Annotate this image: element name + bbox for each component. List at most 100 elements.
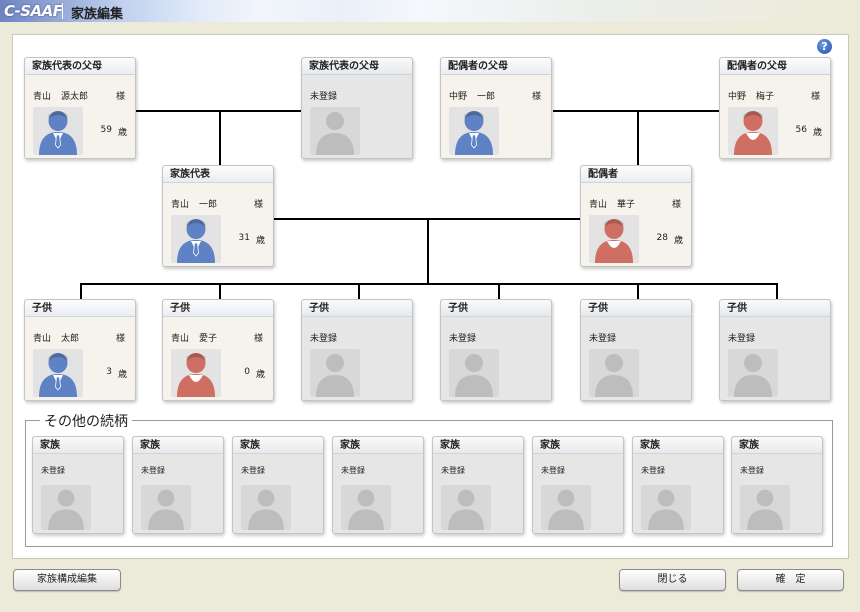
other-member-card[interactable]: 家族未登録 bbox=[532, 436, 624, 534]
honorific: 様 bbox=[671, 200, 681, 210]
status-text: 未登録 bbox=[341, 466, 365, 475]
family-name: 中野 bbox=[728, 92, 747, 102]
honorific: 様 bbox=[810, 92, 820, 102]
empty-avatar bbox=[740, 485, 790, 530]
empty-avatar bbox=[310, 107, 360, 155]
card-header: 家族 bbox=[133, 437, 223, 454]
age-unit: 歳 bbox=[117, 370, 127, 380]
person-silhouette-icon bbox=[148, 489, 184, 530]
member-avatar bbox=[171, 349, 221, 397]
member-avatar bbox=[728, 107, 778, 155]
other-member-card[interactable]: 家族未登録 bbox=[332, 436, 424, 534]
other-relations-legend: その他の続柄 bbox=[40, 411, 132, 431]
connector-line bbox=[358, 283, 360, 300]
connector-line bbox=[637, 283, 639, 300]
registration-status: 未登録 bbox=[728, 331, 820, 344]
title-bar: C-SAAF 家族編集 bbox=[0, 0, 860, 22]
card-header: 子供 bbox=[25, 300, 135, 317]
member-name: 中野一郎様 bbox=[449, 89, 541, 102]
confirm-button[interactable]: 確 定 bbox=[737, 569, 844, 591]
member-name: 青山一郎様 bbox=[171, 197, 263, 210]
other-member-card[interactable]: 家族未登録 bbox=[132, 436, 224, 534]
registration-status: 未登録 bbox=[589, 331, 681, 344]
help-icon[interactable]: ? bbox=[817, 39, 832, 54]
given-name: 一郎 bbox=[199, 200, 218, 210]
family-name: 中野 bbox=[449, 92, 468, 102]
status-text: 未登録 bbox=[41, 466, 65, 475]
person-silhouette-icon bbox=[316, 112, 354, 155]
card-header: 家族代表 bbox=[163, 166, 273, 183]
other-relations-group bbox=[25, 420, 833, 547]
member-name: 青山華子様 bbox=[589, 197, 681, 210]
registration-status: 未登録 bbox=[310, 89, 402, 102]
person-silhouette-icon bbox=[747, 489, 783, 530]
member-card-child-5[interactable]: 子供未登録 bbox=[580, 299, 692, 401]
card-header: 家族 bbox=[433, 437, 523, 454]
empty-avatar bbox=[449, 349, 499, 397]
close-button[interactable]: 閉じる bbox=[619, 569, 726, 591]
status-text: 未登録 bbox=[541, 466, 565, 475]
member-card-child-3[interactable]: 子供未登録 bbox=[301, 299, 413, 401]
family-name: 青山 bbox=[589, 200, 608, 210]
person-silhouette-icon bbox=[48, 489, 84, 530]
edit-family-structure-button[interactable]: 家族構成編集 bbox=[13, 569, 121, 591]
card-header: 家族 bbox=[533, 437, 623, 454]
card-header: 家族 bbox=[633, 437, 723, 454]
member-card-child-4[interactable]: 子供未登録 bbox=[440, 299, 552, 401]
card-header: 子供 bbox=[441, 300, 551, 317]
family-name: 青山 bbox=[33, 334, 52, 344]
connector-line bbox=[776, 283, 778, 300]
age-value: 0 bbox=[244, 367, 250, 377]
member-avatar bbox=[449, 107, 499, 155]
status-text: 未登録 bbox=[728, 334, 756, 344]
other-member-card[interactable]: 家族未登録 bbox=[731, 436, 823, 534]
empty-avatar bbox=[641, 485, 691, 530]
connector-line bbox=[553, 110, 719, 112]
window-title: 家族編集 bbox=[71, 7, 124, 22]
member-card-householder-mother[interactable]: 家族代表の父母未登録 bbox=[301, 57, 413, 159]
other-member-card[interactable]: 家族未登録 bbox=[32, 436, 124, 534]
status-text: 未登録 bbox=[449, 334, 477, 344]
member-card-child-6[interactable]: 子供未登録 bbox=[719, 299, 831, 401]
other-member-card[interactable]: 家族未登録 bbox=[632, 436, 724, 534]
honorific: 様 bbox=[253, 334, 263, 344]
age-value: 28 bbox=[656, 233, 668, 243]
status-text: 未登録 bbox=[740, 466, 764, 475]
card-header: 子供 bbox=[302, 300, 412, 317]
status-text: 未登録 bbox=[441, 466, 465, 475]
person-silhouette-icon bbox=[248, 489, 284, 530]
member-avatar bbox=[33, 349, 83, 397]
card-header: 子供 bbox=[163, 300, 273, 317]
family-name: 青山 bbox=[171, 334, 190, 344]
member-avatar bbox=[171, 215, 221, 263]
connector-line bbox=[219, 283, 221, 300]
empty-avatar bbox=[341, 485, 391, 530]
age-value: 56 bbox=[795, 125, 807, 135]
member-card-spouse-father[interactable]: 配偶者の父母中野一郎様 bbox=[440, 57, 552, 159]
other-member-card[interactable]: 家族未登録 bbox=[232, 436, 324, 534]
connector-line bbox=[637, 110, 639, 166]
family-name: 青山 bbox=[33, 92, 52, 102]
member-name: 青山太郎様 bbox=[33, 331, 125, 344]
other-member-card[interactable]: 家族未登録 bbox=[432, 436, 524, 534]
age-unit: 歳 bbox=[117, 128, 127, 138]
status-text: 未登録 bbox=[310, 92, 338, 102]
empty-avatar bbox=[310, 349, 360, 397]
status-text: 未登録 bbox=[641, 466, 665, 475]
male-person-icon bbox=[39, 353, 77, 397]
card-header: 家族 bbox=[333, 437, 423, 454]
member-name: 中野梅子様 bbox=[728, 89, 820, 102]
male-person-icon bbox=[39, 111, 77, 155]
person-silhouette-icon bbox=[448, 489, 484, 530]
status-text: 未登録 bbox=[589, 334, 617, 344]
